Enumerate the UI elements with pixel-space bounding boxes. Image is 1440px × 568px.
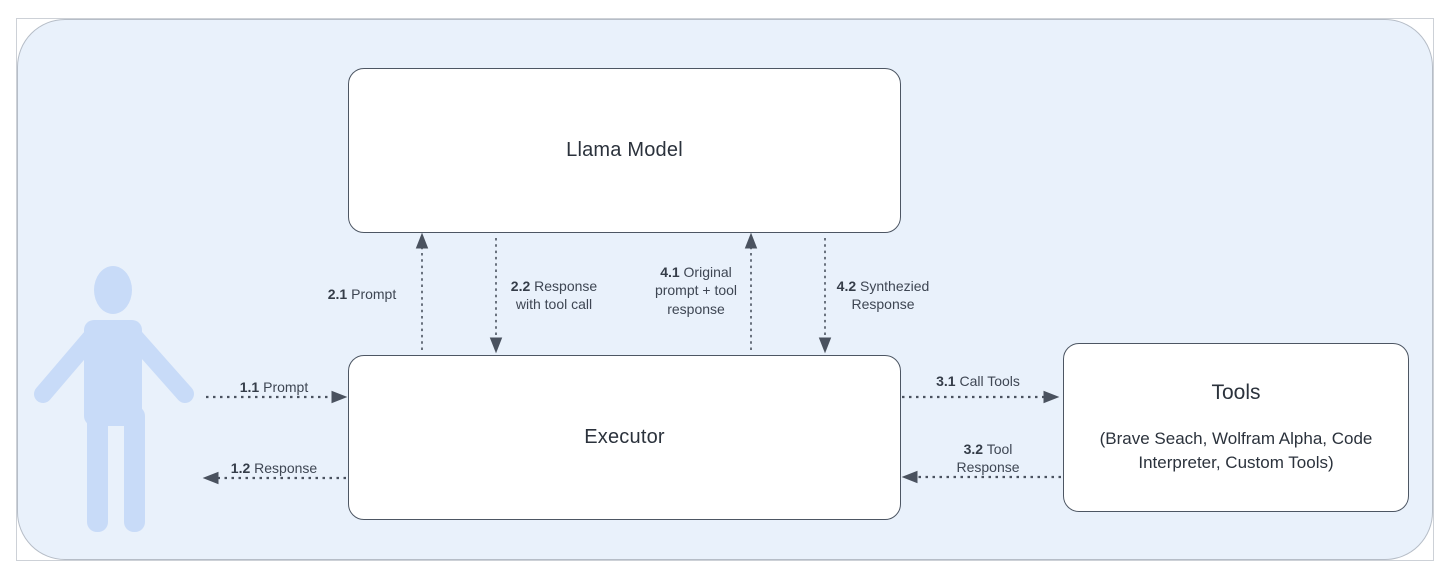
edge-num: 4.1	[660, 264, 680, 280]
node-executor: Executor	[348, 355, 901, 520]
node-llama-model: Llama Model	[348, 68, 901, 233]
edge-num: 1.2	[230, 460, 251, 476]
edge-num: 2.1	[327, 286, 348, 302]
edge-label-4-2: 4.2 Synthezied Response	[830, 277, 936, 314]
edge-label-1-1: 1.1 Prompt	[228, 378, 320, 396]
edge-num: 1.1	[239, 379, 260, 395]
llama-model-label: Llama Model	[566, 139, 683, 161]
edge-label-3-1: 3.1 Call Tools	[922, 372, 1034, 390]
tools-subtitle: (Brave Seach, Wolfram Alpha, Code Interp…	[1099, 428, 1373, 472]
edge-text: Call Tools	[959, 373, 1020, 389]
edge-num: 3.1	[936, 373, 956, 389]
edge-label-2-2: 2.2 Response with tool call	[502, 277, 606, 314]
edge-text: Response with tool call	[515, 278, 598, 313]
edge-text: Prompt	[351, 286, 397, 302]
edge-text: Tool Response	[956, 441, 1020, 476]
edge-text: Response	[254, 460, 318, 476]
edge-text: Original prompt + tool response	[654, 264, 738, 317]
edge-num: 2.2	[510, 278, 531, 294]
edge-label-1-2: 1.2 Response	[222, 459, 326, 477]
edge-label-3-2: 3.2 Tool Response	[942, 440, 1034, 477]
node-tools: Tools (Brave Seach, Wolfram Alpha, Code …	[1063, 343, 1409, 512]
edge-label-4-1: 4.1 Original prompt + tool response	[646, 263, 746, 318]
edge-text: Prompt	[263, 379, 309, 395]
edge-num: 3.2	[963, 441, 984, 457]
executor-label: Executor	[584, 426, 665, 448]
edge-label-2-1: 2.1 Prompt	[316, 285, 408, 303]
edge-num: 4.2	[836, 278, 857, 294]
edge-text: Synthezied Response	[851, 278, 930, 313]
tools-title: Tools	[1211, 380, 1261, 404]
